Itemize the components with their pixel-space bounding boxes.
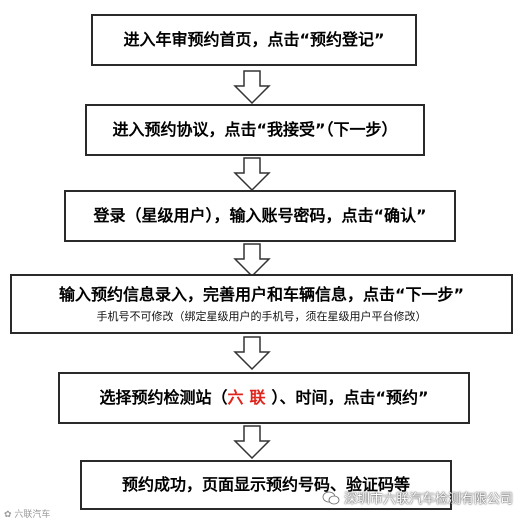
down-arrow-icon [233,425,271,459]
flow-step-3-text: 登录（星级用户），输入账号密码，点击“确认” [93,206,427,226]
down-arrow-icon [233,336,271,370]
flow-step-5-after: ）、时间，点击“预约” [271,388,429,408]
wechat-icon [322,491,340,504]
flow-step-2-text: 进入预约协议，点击“我接受”（下一步） [112,120,398,140]
down-arrow-icon [233,157,271,191]
flow-step-3: 登录（星级用户），输入账号密码，点击“确认” [64,190,456,242]
watermark-left: ✿ 六联汽车 [4,510,51,520]
flow-step-5: 选择预约检测站（六联）、时间，点击“预约” [58,372,470,424]
flow-step-1: 进入年审预约首页，点击“预约登记” [91,14,417,66]
flow-step-4: 输入预约信息录入，完善用户和车辆信息，点击“下一步” 手机号不可修改（绑定星级用… [10,274,513,334]
watermark-right-text: 深圳市六联汽车检测有限公司 [343,492,513,507]
flow-step-2: 进入预约协议，点击“我接受”（下一步） [85,104,425,156]
flow-step-6-text: 预约成功，页面显示预约号码、验证码等 [121,475,410,495]
flow-step-5-before: 选择预约检测站（ [99,388,228,408]
down-arrow-icon [233,243,271,277]
flow-step-4-text: 输入预约信息录入，完善用户和车辆信息，点击“下一步” [58,285,465,305]
flow-step-5-text: 选择预约检测站（六联）、时间，点击“预约” [99,388,428,407]
down-arrow-icon [233,70,271,104]
station-highlight: 六联 [227,388,272,408]
watermark-right: 深圳市六联汽车检测有限公司 [322,488,513,507]
flow-step-1-text: 进入年审预约首页，点击“预约登记” [123,30,385,50]
flow-step-6: 预约成功，页面显示预约号码、验证码等 [80,460,452,510]
flow-step-4-note: 手机号不可修改（绑定星级用户的手机号，须在星级用户平台修改） [96,309,427,323]
